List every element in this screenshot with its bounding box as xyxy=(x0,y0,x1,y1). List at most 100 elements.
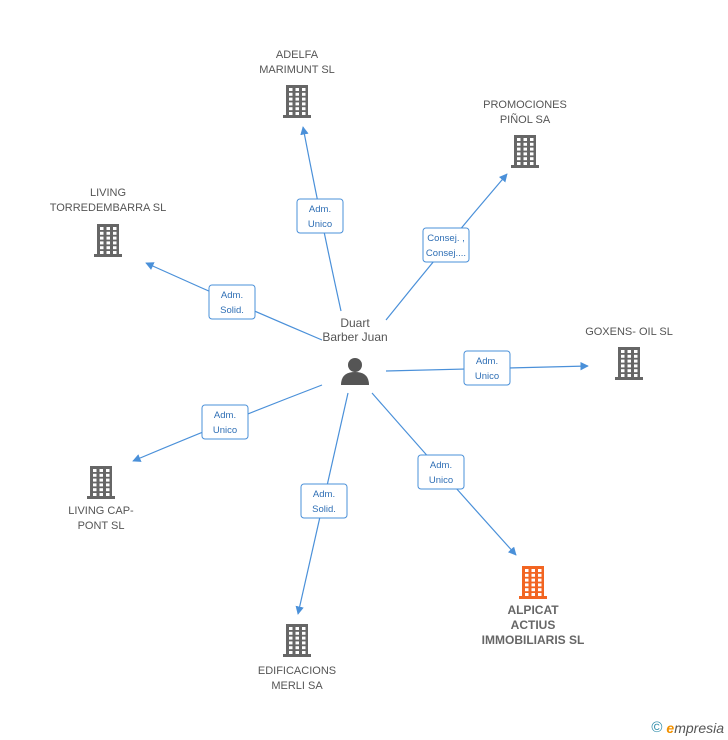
person-body xyxy=(341,372,369,385)
edge-label-line: Adm. xyxy=(309,204,331,215)
building-window xyxy=(100,241,104,245)
edge-alpicat: Adm.Unico xyxy=(371,392,517,556)
building-window xyxy=(525,588,529,592)
building-icon[interactable] xyxy=(519,566,547,599)
company-name-line: PIÑOL SA xyxy=(500,113,551,126)
edge-role-label[interactable]: Adm.Unico xyxy=(463,350,511,386)
building-window xyxy=(525,569,529,572)
brand-logo[interactable]: empresia xyxy=(666,720,724,736)
building-window xyxy=(93,488,97,492)
building-window xyxy=(634,354,638,358)
edge-role-label[interactable]: Adm.Unico xyxy=(201,404,249,440)
building-window xyxy=(525,578,529,582)
building-window xyxy=(531,573,535,577)
building-base xyxy=(87,496,115,499)
building-icon[interactable] xyxy=(87,466,115,499)
building-window xyxy=(93,493,97,496)
building-window xyxy=(621,374,625,377)
building-icon[interactable] xyxy=(283,624,311,657)
building-window xyxy=(525,573,529,577)
edge-role-label[interactable]: Consej. ,Consej.... xyxy=(422,227,470,263)
edge-role-label[interactable]: Adm.Unico xyxy=(417,454,465,490)
edge-label-box xyxy=(417,454,465,490)
building-window xyxy=(531,578,535,582)
company-node-goxens[interactable]: GOXENS- OIL SL xyxy=(585,326,673,380)
building-window xyxy=(99,473,103,477)
building-window xyxy=(93,483,97,487)
building-window xyxy=(106,473,110,477)
building-window xyxy=(302,641,306,645)
building-icon[interactable] xyxy=(94,224,122,257)
building-window xyxy=(530,142,534,146)
building-icon[interactable] xyxy=(511,135,539,168)
company-name-line: ACTIUS xyxy=(511,618,556,632)
building-window xyxy=(517,147,521,151)
building-base xyxy=(94,254,122,257)
person-name-line: Barber Juan xyxy=(322,330,387,344)
person-name-line: Duart xyxy=(340,316,370,330)
edge-label-box xyxy=(208,284,256,320)
building-window xyxy=(621,369,625,373)
building-window xyxy=(106,251,110,254)
building-window xyxy=(634,350,638,353)
edge-edificacions: Adm.Solid. xyxy=(295,392,349,615)
building-window xyxy=(113,231,117,235)
edge-label-line: Unico xyxy=(308,219,332,230)
building-window xyxy=(295,651,299,654)
edge-label-box xyxy=(422,227,470,263)
building-window xyxy=(106,493,110,496)
building-window xyxy=(538,569,542,572)
building-base xyxy=(615,377,643,380)
building-window xyxy=(531,569,535,572)
edge-label-line: Adm. xyxy=(221,290,243,301)
building-window xyxy=(634,364,638,368)
building-window xyxy=(517,152,521,156)
edge-label-line: Unico xyxy=(475,371,499,382)
copyright-symbol: © xyxy=(651,719,663,736)
person-icon[interactable] xyxy=(341,358,369,385)
building-window xyxy=(106,227,110,230)
building-window xyxy=(517,142,521,146)
building-window xyxy=(621,354,625,358)
building-window xyxy=(106,478,110,482)
building-window xyxy=(113,251,117,254)
building-icon[interactable] xyxy=(615,347,643,380)
building-window xyxy=(634,374,638,377)
building-window xyxy=(289,92,293,96)
building-window xyxy=(289,102,293,106)
building-window xyxy=(289,646,293,650)
building-window xyxy=(100,227,104,230)
company-name-line: EDIFICACIONS xyxy=(258,665,336,677)
building-window xyxy=(530,152,534,156)
building-window xyxy=(538,573,542,577)
building-window xyxy=(289,107,293,111)
building-base xyxy=(283,654,311,657)
building-window xyxy=(93,469,97,472)
company-name-line: ADELFA xyxy=(276,49,319,61)
company-node-living-cap[interactable]: LIVING CAP-PONT SL xyxy=(68,466,134,532)
building-window xyxy=(525,593,529,596)
edge-role-label[interactable]: Adm.Solid. xyxy=(300,483,348,519)
building-window xyxy=(523,162,527,165)
edge-living-cap: Adm.Unico xyxy=(132,384,323,462)
edge-role-label[interactable]: Adm. Unico xyxy=(296,198,344,234)
building-window xyxy=(295,631,299,635)
building-window xyxy=(627,369,631,373)
building-window xyxy=(530,157,534,161)
edge-role-label[interactable]: Adm.Solid. xyxy=(208,284,256,320)
building-window xyxy=(538,593,542,596)
building-window xyxy=(531,593,535,596)
building-base xyxy=(283,115,311,118)
building-icon[interactable] xyxy=(283,85,311,118)
building-window xyxy=(99,478,103,482)
building-window xyxy=(106,246,110,250)
building-window xyxy=(302,646,306,650)
edge-label-line: Unico xyxy=(213,425,237,436)
